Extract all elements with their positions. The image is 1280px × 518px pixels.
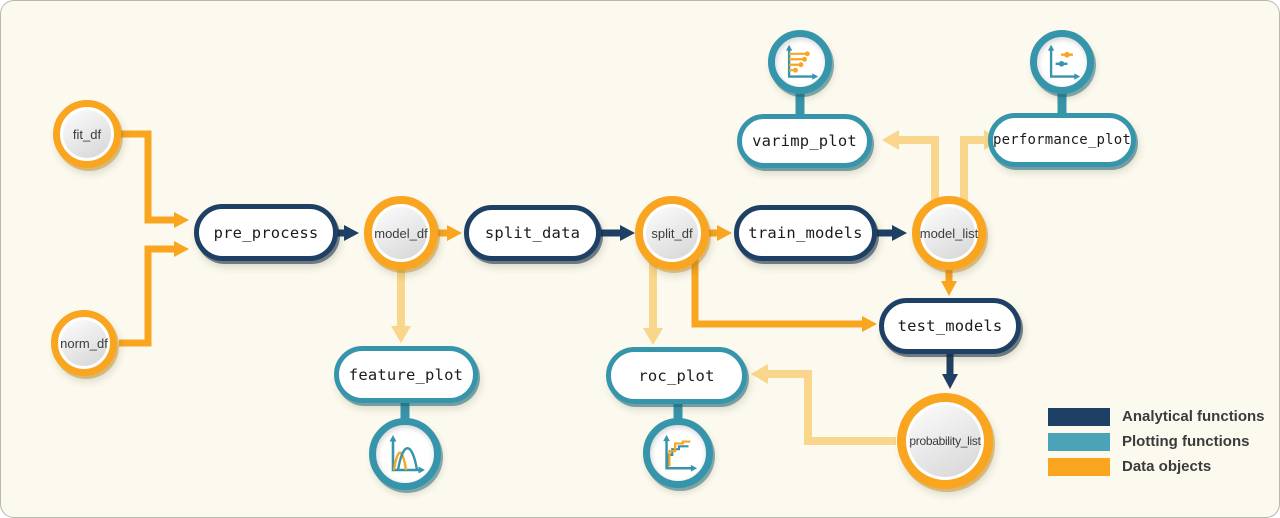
node-label: train_models xyxy=(748,224,863,242)
performance-plot-icon-bubble xyxy=(1030,30,1094,94)
node-pre-process: pre_process xyxy=(194,204,338,261)
data-circle-fill xyxy=(61,320,107,366)
node-feature-plot: feature_plot xyxy=(334,346,478,403)
node-norm-df: norm_df xyxy=(51,310,117,376)
legend-label: Analytical functions xyxy=(1122,408,1265,425)
node-model-list: model_list xyxy=(912,196,986,270)
node-label: varimp_plot xyxy=(752,132,857,150)
data-circle-fill xyxy=(63,110,111,158)
varimp-plot-icon-bubble xyxy=(768,30,832,94)
roc-plot-icon-bubble xyxy=(643,418,713,488)
legend-swatch-data-objects xyxy=(1048,457,1110,476)
legend-label: Data objects xyxy=(1122,458,1212,475)
data-circle-fill xyxy=(923,207,975,259)
node-label: model_list xyxy=(919,225,979,241)
node-fit-df: fit_df xyxy=(53,100,121,168)
node-performance-plot: performance_plot xyxy=(988,113,1136,167)
legend: Analytical functions Plotting functions … xyxy=(1048,404,1265,479)
feature-plot-icon-bubble xyxy=(369,418,441,490)
node-train-models: train_models xyxy=(734,205,877,261)
data-circle-fill xyxy=(646,207,698,259)
node-split-data: split_data xyxy=(464,205,601,261)
edge-split-df-to-test-models xyxy=(691,257,877,332)
legend-label: Plotting functions xyxy=(1122,433,1250,450)
node-label: roc_plot xyxy=(638,366,715,385)
edge-probability-list-to-roc-plot xyxy=(751,364,896,445)
node-test-models: test_models xyxy=(879,298,1021,354)
node-label: split_df xyxy=(651,225,693,241)
node-label: feature_plot xyxy=(348,365,464,384)
node-model-df: model_df xyxy=(364,196,438,270)
node-label: model_df xyxy=(374,225,428,241)
node-label: probability_list xyxy=(909,434,981,448)
node-probability-list: probability_list xyxy=(897,393,993,489)
lollipop-chart-icon xyxy=(785,44,819,80)
node-split-df: split_df xyxy=(635,196,709,270)
legend-swatch-plotting xyxy=(1048,432,1110,451)
legend-item-analytical: Analytical functions xyxy=(1048,404,1265,429)
data-circle-fill xyxy=(375,207,427,259)
edge-model-list-to-performance-plot xyxy=(960,130,1001,204)
node-label: fit_df xyxy=(72,126,102,142)
node-label: pre_process xyxy=(213,223,319,242)
pointrange-chart-icon xyxy=(1047,44,1081,80)
roc-curve-icon xyxy=(663,434,698,472)
node-varimp-plot: varimp_plot xyxy=(737,114,872,168)
node-label: split_data xyxy=(484,224,581,242)
node-roc-plot: roc_plot xyxy=(606,347,747,404)
data-circle-fill xyxy=(909,405,981,477)
node-label: performance_plot xyxy=(992,132,1132,148)
edge-fit-df-to-pre-process xyxy=(121,130,189,228)
density-chart-icon xyxy=(389,435,425,474)
edge-norm-df-to-pre-process xyxy=(119,241,189,347)
legend-swatch-analytical xyxy=(1048,407,1110,426)
node-label: test_models xyxy=(897,317,1003,335)
legend-item-plotting: Plotting functions xyxy=(1048,429,1265,454)
legend-item-data-objects: Data objects xyxy=(1048,454,1265,479)
edge-model-list-to-varimp-plot xyxy=(882,130,939,204)
node-label: norm_df xyxy=(60,335,108,351)
